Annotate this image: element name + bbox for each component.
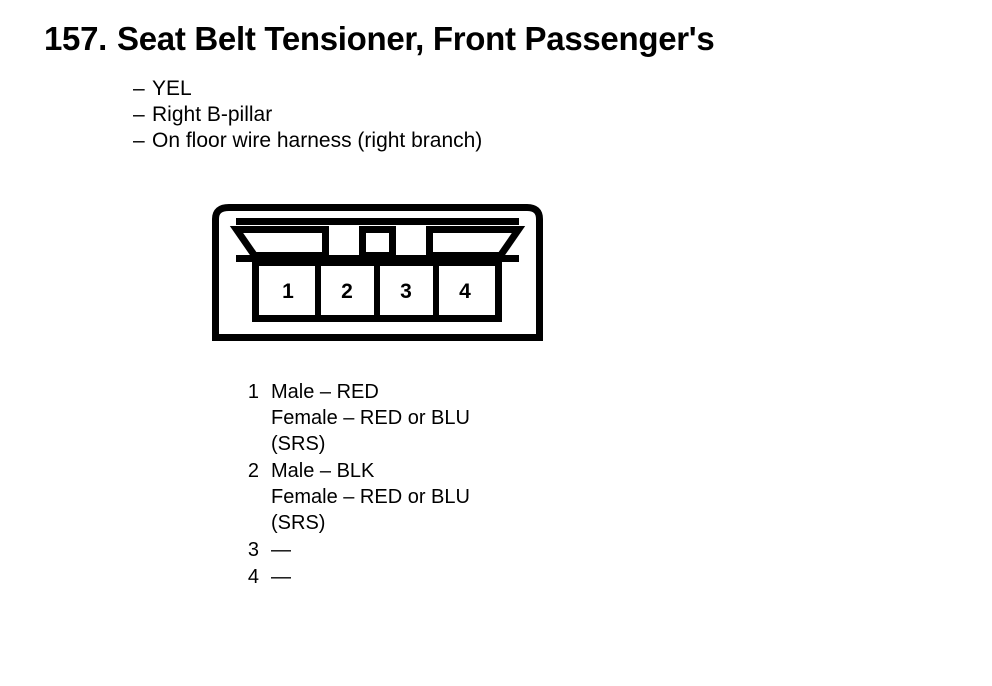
pin-legend-line: Female – RED or BLU: [271, 486, 470, 508]
pin-legend-line: Male – BLK: [271, 460, 375, 482]
pin-legend-line: —: [271, 539, 291, 561]
attribute-item-label: On floor wire harness (right branch): [152, 129, 483, 152]
page-title: 157.Seat Belt Tensioner, Front Passenger…: [44, 20, 715, 58]
page-title-text: Seat Belt Tensioner, Front Passenger's: [117, 20, 715, 57]
dash-bullet-icon: –: [133, 77, 145, 100]
attribute-item-location: – Right B-pillar: [133, 102, 482, 128]
pin-legend-entry-3: 3 —: [243, 537, 470, 563]
pin-legend-description: Male – BLK Female – RED or BLU (SRS): [271, 458, 470, 536]
pin-legend-entry-2: 2 Male – BLK Female – RED or BLU (SRS): [243, 458, 470, 536]
pin-cavity-number-1: 1: [282, 280, 294, 303]
pin-legend-number: 1: [247, 381, 259, 403]
page-title-number: 157.: [44, 20, 108, 57]
connector-diagram: 1 2 3 4: [210, 202, 544, 342]
pin-legend-description: —: [271, 564, 291, 590]
dash-bullet-icon: –: [133, 129, 145, 152]
attribute-item-harness: – On floor wire harness (right branch): [133, 128, 482, 154]
attribute-list: – YEL – Right B-pillar – On floor wire h…: [133, 76, 482, 154]
pin-legend-number: 4: [247, 566, 259, 588]
pin-legend: 1 Male – RED Female – RED or BLU (SRS) 2…: [243, 379, 470, 590]
connector-left-slot: [229, 226, 329, 259]
pin-legend-entry-4: 4 —: [243, 564, 470, 590]
pin-legend-number: 3: [247, 539, 259, 561]
pin-cavity-divider: [374, 262, 380, 319]
pin-legend-line: —: [271, 566, 291, 588]
attribute-item-color: – YEL: [133, 76, 482, 102]
pin-cavity-number-3: 3: [400, 280, 412, 303]
connector-right-slot: [426, 226, 526, 259]
pin-legend-number: 2: [247, 460, 259, 482]
pin-legend-entry-1: 1 Male – RED Female – RED or BLU (SRS): [243, 379, 470, 457]
dash-bullet-icon: –: [133, 103, 145, 126]
connector-mid-divider: [236, 255, 519, 262]
pin-legend-line: (SRS): [271, 512, 326, 534]
pin-legend-line: Male – RED: [271, 381, 379, 403]
attribute-item-label: YEL: [152, 77, 192, 100]
connector-center-keyway: [359, 226, 396, 259]
connector-top-ledge: [236, 218, 519, 225]
pin-cavity-number-4: 4: [459, 280, 471, 303]
pin-cavity-divider: [433, 262, 439, 319]
pin-legend-description: —: [271, 537, 291, 563]
attribute-item-label: Right B-pillar: [152, 103, 273, 126]
pin-legend-line: (SRS): [271, 433, 326, 455]
pin-legend-line: Female – RED or BLU: [271, 407, 470, 429]
pin-cavity-number-2: 2: [341, 280, 353, 303]
pin-cavity-divider: [315, 262, 321, 319]
pin-legend-description: Male – RED Female – RED or BLU (SRS): [271, 379, 470, 457]
